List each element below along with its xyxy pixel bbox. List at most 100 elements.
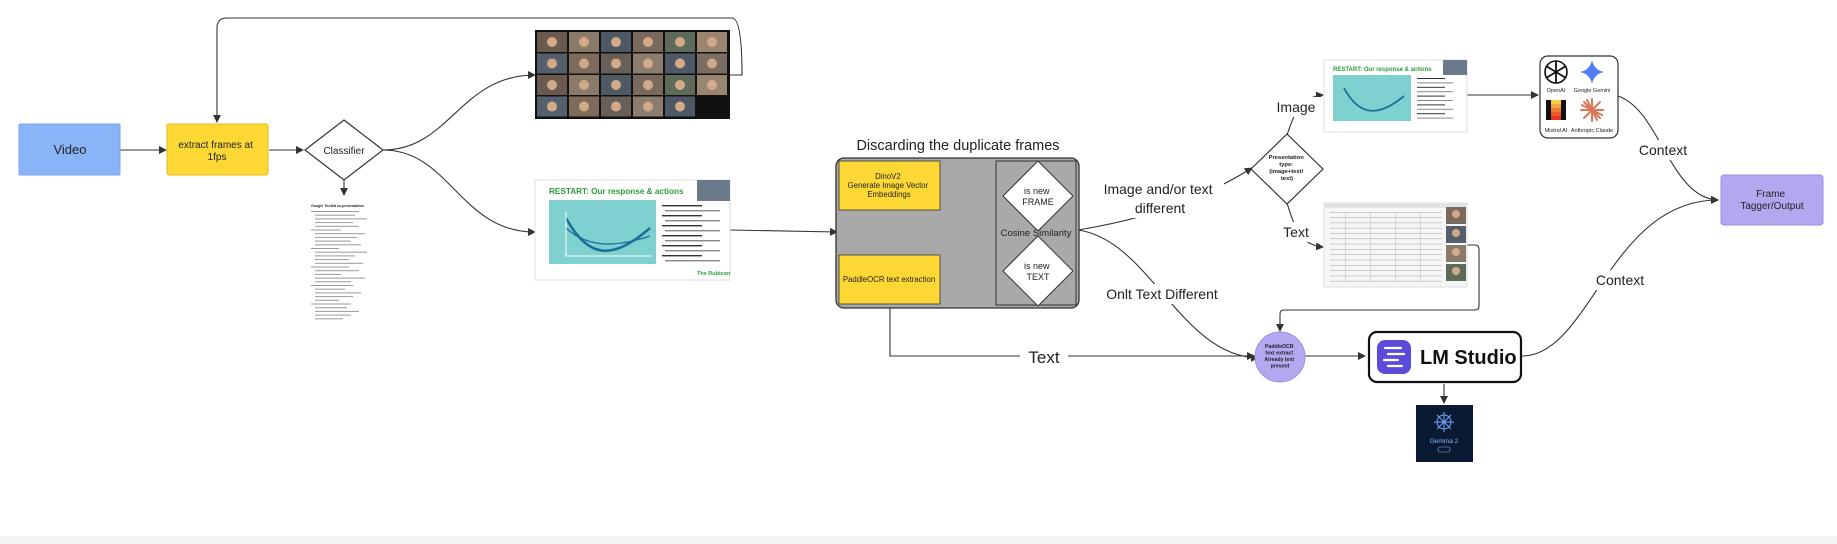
slide-curve-1 bbox=[564, 217, 651, 252]
doc-line bbox=[315, 225, 359, 227]
table-row-line bbox=[1330, 222, 1442, 224]
slide-footer: The Rubicon bbox=[697, 271, 731, 277]
edge-slide-discard bbox=[729, 227, 838, 236]
slide-thumbnail-small: RESTART: Our response & actions bbox=[1323, 59, 1468, 133]
table-row-line bbox=[1330, 280, 1442, 282]
is-new-frame-diamond bbox=[1002, 160, 1074, 232]
participant-face bbox=[579, 101, 589, 112]
participant-face bbox=[643, 37, 653, 47]
frame-tagger-node: Frame Tagger/Output bbox=[1720, 174, 1824, 226]
dinov2-line-1: DinoV2 bbox=[875, 172, 901, 181]
edge-label-context-top: Context bbox=[1639, 142, 1687, 158]
extract-frames-node: extract frames at 1fps bbox=[166, 123, 269, 176]
paddleocr-circle-line-3: Already text bbox=[1264, 357, 1294, 363]
participant-face bbox=[707, 37, 717, 47]
lm-studio-node: LM Studio bbox=[1367, 330, 1523, 384]
edge-classifier-video-grid bbox=[382, 71, 536, 151]
slide-axes bbox=[565, 212, 652, 257]
gemini-label: Google Gemini bbox=[1574, 88, 1611, 94]
participant-face bbox=[547, 58, 557, 69]
edge-label-image: Image bbox=[1277, 99, 1316, 115]
table-thumbnail bbox=[1323, 202, 1468, 288]
table-col-line bbox=[1345, 212, 1346, 282]
doc-title: Google Toolkit co-presentation bbox=[311, 204, 364, 208]
paddleocr-circle-node: PaddleOCR text extract Already text pres… bbox=[1254, 331, 1306, 383]
gemma-node: Gemma 2 bbox=[1416, 405, 1473, 462]
participant-face bbox=[579, 80, 589, 90]
doc-line bbox=[315, 218, 367, 220]
presentation-type-line-1: Presentation bbox=[1269, 155, 1305, 161]
video-label: Video bbox=[53, 142, 86, 157]
doc-line bbox=[311, 211, 359, 212]
slide-bullets bbox=[662, 205, 720, 262]
slide-small-bullet-line bbox=[1417, 100, 1453, 101]
table-row-line bbox=[1330, 227, 1442, 229]
table-row-line bbox=[1330, 254, 1442, 255]
table-row-line bbox=[1330, 265, 1442, 266]
frame-tagger-label: Frame Tagger/Output bbox=[1740, 189, 1804, 212]
claude-label: Anthropic Claude bbox=[1571, 128, 1613, 134]
bottom-bar bbox=[0, 536, 1837, 544]
slide-small-bullet-line bbox=[1417, 91, 1453, 93]
openai-label: OpenAI bbox=[1547, 88, 1566, 94]
ai-models-box: OpenAI Google Gemini Mistral AI Anthropi… bbox=[1539, 55, 1619, 139]
doc-line bbox=[315, 240, 351, 242]
participant-face bbox=[547, 37, 557, 47]
image-text-diff-line-2: different bbox=[1135, 200, 1185, 216]
cosine-similarity-label: Cosine Similarity bbox=[1001, 228, 1072, 239]
edge-text bbox=[889, 305, 1255, 360]
table-row-line bbox=[1330, 259, 1442, 261]
doc-line bbox=[315, 281, 351, 283]
edge-label-context-bottom: Context bbox=[1596, 272, 1644, 288]
doc-line bbox=[315, 270, 359, 272]
doc-line bbox=[311, 285, 353, 286]
table-participant-tiles bbox=[1446, 207, 1466, 281]
paddleocr-circle-line-4: present bbox=[1271, 364, 1290, 370]
doc-line bbox=[315, 299, 339, 301]
slide-bullet-line bbox=[662, 225, 702, 227]
dinov2-line-2: Generate Image Vector bbox=[848, 181, 929, 190]
slide-small-curve bbox=[1343, 87, 1405, 112]
doc-line bbox=[315, 292, 361, 294]
slide-bullet-line bbox=[662, 255, 702, 257]
is-new-frame-label: is new FRAME bbox=[1022, 186, 1054, 207]
table-row-line bbox=[1330, 270, 1442, 271]
participant-face bbox=[611, 58, 621, 69]
doc-line bbox=[315, 307, 347, 309]
participant-face bbox=[675, 101, 685, 112]
slide-bullet-line bbox=[665, 220, 720, 222]
slide-graph-bg bbox=[549, 200, 656, 264]
slide-bullet-line bbox=[662, 245, 702, 247]
table-col-line bbox=[1420, 212, 1421, 282]
edge-label-text-branch: Text bbox=[1283, 224, 1309, 240]
table-col-line bbox=[1395, 212, 1396, 282]
doc-line bbox=[311, 248, 339, 249]
extract-label-line-2: 1fps bbox=[208, 152, 227, 163]
slide-bullet-line bbox=[665, 260, 720, 262]
paddleocr-label: PaddleOCR text extraction bbox=[843, 275, 935, 284]
gemma-badge bbox=[1437, 446, 1451, 453]
participant-face bbox=[643, 80, 653, 90]
participant-face bbox=[611, 80, 621, 90]
dinov2-box bbox=[838, 160, 941, 211]
is-new-text-diamond bbox=[1002, 235, 1074, 307]
slide-small-bullet-line bbox=[1417, 95, 1445, 97]
participant-face bbox=[611, 101, 621, 112]
presentation-type-node: Presentation type: (image+text/ text) bbox=[1250, 133, 1324, 205]
video-node: Video bbox=[18, 123, 121, 176]
paddleocr-box bbox=[838, 254, 941, 305]
slide-bullet-line bbox=[665, 230, 720, 232]
slide-small-graph bbox=[1333, 75, 1411, 121]
paddleocr-circle-label: PaddleOCR text extract Already text pres… bbox=[1264, 344, 1295, 370]
presentation-type-label: Presentation type: (image+text/ text) bbox=[1269, 155, 1306, 182]
doc-line bbox=[311, 303, 351, 305]
slide-title: RESTART: Our response & actions bbox=[549, 187, 684, 196]
document-thumbnail: Google Toolkit co-presentation bbox=[308, 200, 380, 326]
video-call-tiles bbox=[537, 32, 727, 117]
doc-line bbox=[315, 314, 351, 316]
paddleocr-circle-line-2: text extract bbox=[1265, 351, 1293, 357]
doc-line bbox=[315, 236, 357, 238]
mistral-icon bbox=[1546, 100, 1566, 120]
dinov2-label: DinoV2 Generate Image Vector Embeddings bbox=[848, 172, 931, 199]
